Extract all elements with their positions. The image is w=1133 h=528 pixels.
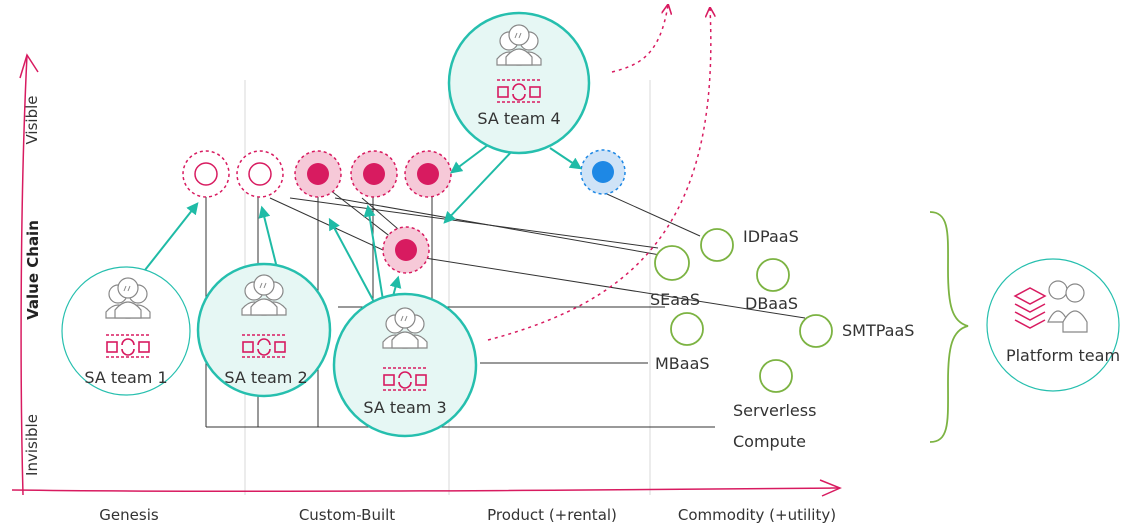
- platform-services: IDPaaS SEaaS DBaaS SMTPaaS MBaaS Serverl…: [650, 227, 914, 451]
- team-sa1-label: SA team 1: [84, 368, 167, 387]
- node-custom-2: [294, 150, 342, 198]
- platform-brace: [929, 211, 969, 443]
- service-dbaas-label: DBaaS: [745, 294, 798, 313]
- node-custom-1: [236, 150, 284, 198]
- evolution-arrows: [487, 5, 711, 341]
- node-custom-3: [350, 150, 398, 198]
- stage-custom-built: Custom-Built: [299, 506, 395, 524]
- node-genesis-1: [182, 150, 230, 198]
- team-sa3-label: SA team 3: [363, 398, 446, 417]
- service-seaas-node: [654, 245, 690, 281]
- service-smtpaas-node: [799, 314, 833, 348]
- team-arrows: [144, 144, 582, 301]
- service-seaas-label: SEaaS: [650, 290, 700, 309]
- node-custom-4: [404, 150, 452, 198]
- y-axis-bottom-label: Invisible: [23, 414, 41, 476]
- node-custom-5: [382, 226, 430, 274]
- team-sa2-label: SA team 2: [224, 368, 307, 387]
- service-idpaas-label: IDPaaS: [743, 227, 799, 246]
- service-dbaas-node: [756, 258, 790, 292]
- y-axis-top-label: Visible: [23, 96, 41, 145]
- team-sa3: SA team 3: [332, 292, 478, 438]
- node-product-blue: [580, 149, 626, 195]
- platform-layers-icon: [1013, 287, 1047, 329]
- team-sa2: SA team 2: [196, 262, 332, 398]
- stage-product: Product (+rental): [487, 506, 617, 524]
- dependency-lines: [205, 189, 806, 428]
- y-axis-title: Value Chain: [24, 220, 42, 320]
- stage-commodity: Commodity (+utility): [678, 506, 836, 524]
- platform-people-icon: [1047, 280, 1088, 333]
- service-smtpaas-label: SMTPaaS: [842, 321, 914, 340]
- stage-genesis: Genesis: [99, 506, 159, 524]
- service-serverless-node: [759, 359, 793, 393]
- team-sa4: SA team 4: [447, 11, 591, 155]
- service-serverless-label-1: Serverless: [733, 401, 816, 420]
- service-mbaas-node: [670, 312, 704, 346]
- team-sa1: SA team 1: [61, 266, 191, 396]
- service-serverless-label-2: Compute: [733, 432, 806, 451]
- team-sa4-label: SA team 4: [477, 109, 560, 128]
- service-mbaas-label: MBaaS: [655, 354, 710, 373]
- capability-nodes: [182, 149, 626, 274]
- team-platform: Platform team: [986, 258, 1120, 392]
- axes: [11, 53, 842, 497]
- service-idpaas-node: [700, 228, 734, 262]
- team-platform-label: Platform team: [1006, 346, 1120, 365]
